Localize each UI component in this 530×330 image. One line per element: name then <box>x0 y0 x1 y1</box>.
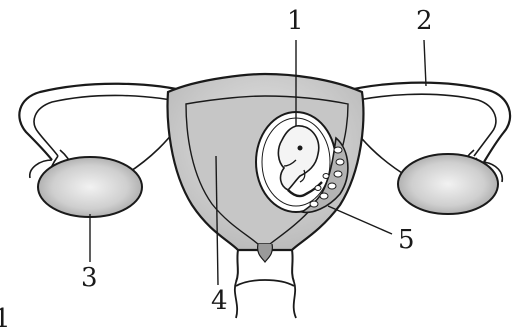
left-ovary <box>38 157 142 217</box>
vagina <box>235 280 296 318</box>
corner-mark: 1 <box>0 306 11 330</box>
cervical-canal <box>258 244 273 262</box>
label-1: 1 <box>287 8 304 34</box>
label-4: 4 <box>211 288 228 314</box>
right-ovary <box>398 154 498 214</box>
leader-line-5 <box>328 206 392 234</box>
label-3: 3 <box>81 265 98 291</box>
label-5: 5 <box>398 227 415 253</box>
label-2: 2 <box>416 8 433 34</box>
leader-line-2 <box>424 40 426 86</box>
embryo-eye <box>298 146 303 151</box>
